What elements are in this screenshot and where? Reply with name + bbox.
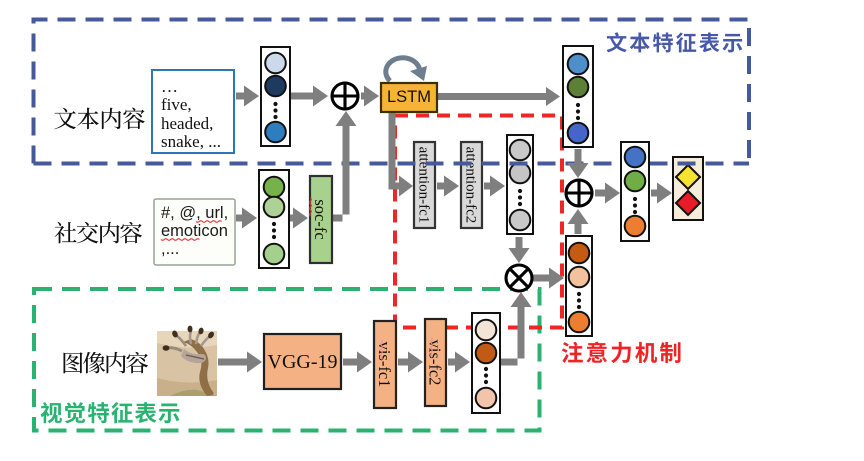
svg-text:headed,: headed,: [161, 114, 213, 133]
svg-text:attention-fc2: attention-fc2: [462, 147, 478, 224]
svg-text:snake, ...: snake, ...: [161, 132, 221, 151]
svg-text:VGG-19: VGG-19: [268, 351, 338, 373]
svg-text:emoticon: emoticon: [161, 222, 228, 240]
svg-text:vis-fc2: vis-fc2: [426, 340, 445, 386]
svg-text:vis-fc1: vis-fc1: [375, 342, 394, 388]
svg-text:LSTM: LSTM: [387, 88, 431, 106]
svg-text:,...: ,...: [161, 240, 179, 258]
svg-text:soc-fc: soc-fc: [311, 199, 330, 239]
svg-text:#, @, url,: #, @, url,: [161, 204, 228, 222]
svg-text:attention-fc1: attention-fc1: [415, 147, 431, 224]
svg-text:…: …: [161, 77, 178, 96]
svg-text:five,: five,: [161, 95, 192, 114]
